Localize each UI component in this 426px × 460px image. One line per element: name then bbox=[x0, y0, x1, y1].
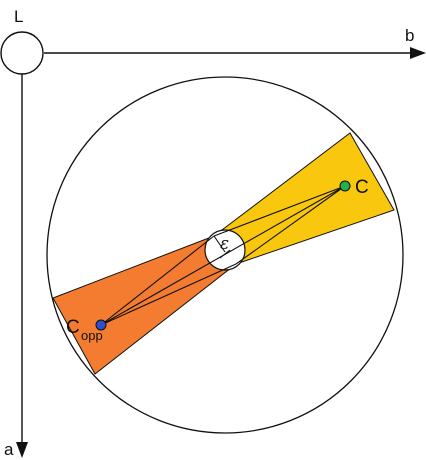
point-c bbox=[339, 180, 351, 192]
b-axis-arrowhead bbox=[410, 47, 426, 59]
epsilon-tick-cap bbox=[219, 249, 231, 259]
construction-lines bbox=[100, 185, 346, 326]
epsilon-tick bbox=[213, 235, 226, 253]
point-c-opp-subscript: opp bbox=[81, 328, 103, 343]
axes bbox=[0, 31, 426, 458]
line-c-opp-to-tangent-bottom bbox=[100, 263, 237, 326]
a-axis-arrowhead bbox=[16, 442, 28, 458]
b-axis-label: b bbox=[405, 26, 414, 45]
origin-label: L bbox=[14, 7, 23, 26]
outer-circle bbox=[46, 76, 404, 434]
epsilon-label: ε bbox=[220, 234, 229, 254]
line-c-to-tangent-bottom bbox=[235, 185, 346, 265]
origin-circle bbox=[0, 31, 44, 75]
a-axis-label: a bbox=[4, 440, 14, 459]
line-c-opp-to-tangent-top bbox=[100, 235, 215, 326]
point-c-label: C bbox=[355, 177, 369, 198]
point-c-opp-label: C bbox=[66, 317, 80, 338]
point-c-opp bbox=[95, 319, 107, 331]
line-c-to-tangent-top bbox=[213, 185, 346, 237]
